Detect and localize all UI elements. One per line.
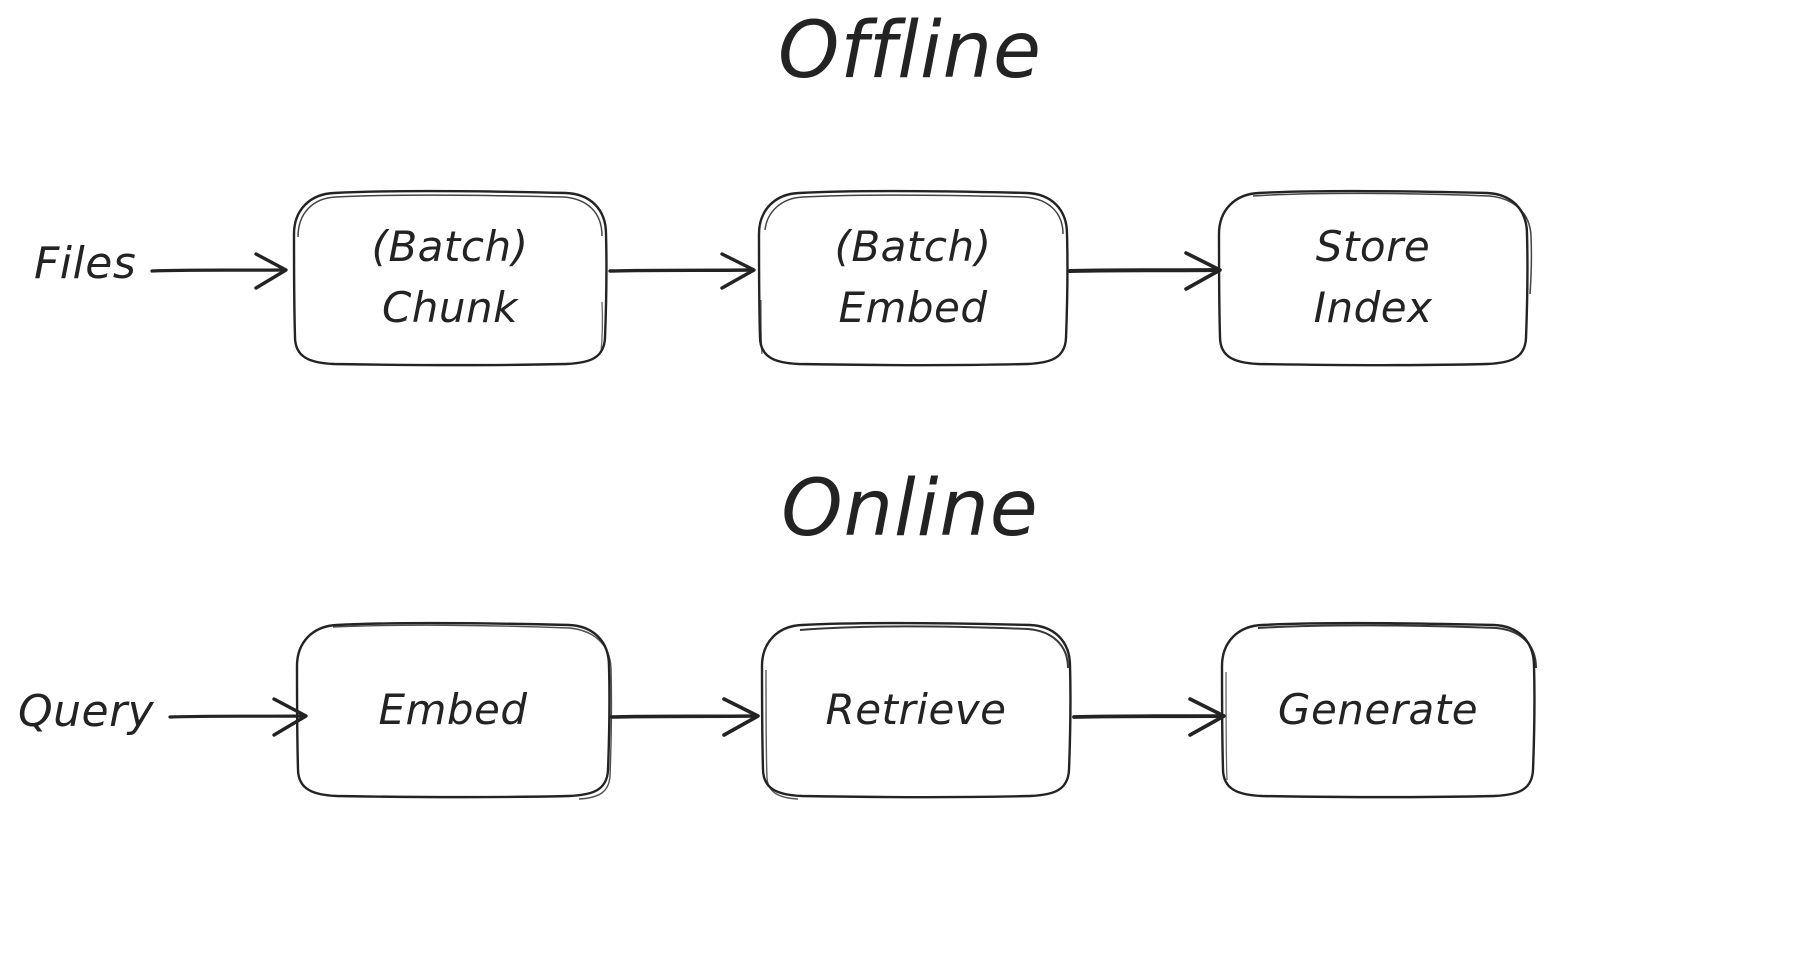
node-batch-embed[interactable]: (Batch) Embed: [755, 188, 1071, 368]
node-label-line2: Chunk: [381, 283, 518, 332]
arrow-chunk-to-embed: [608, 252, 756, 290]
node-store-index[interactable]: Store Index: [1215, 188, 1533, 368]
section-title-offline: Offline: [777, 6, 1043, 96]
node-embed[interactable]: Embed: [293, 620, 613, 800]
node-generate[interactable]: Generate: [1218, 620, 1538, 800]
arrow-embed-to-store-index: [1068, 251, 1222, 291]
arrow-retrieve-to-generate: [1072, 697, 1226, 737]
node-label-line1: Store: [1315, 222, 1431, 272]
node-label-line1: Embed: [378, 684, 528, 734]
input-label-query: Query: [18, 686, 155, 737]
node-batch-chunk[interactable]: (Batch) Chunk: [290, 188, 610, 368]
arrow-embed-to-retrieve: [610, 697, 760, 737]
input-label-files: Files: [34, 238, 137, 289]
node-retrieve[interactable]: Retrieve: [758, 620, 1074, 800]
node-label-line2: Embed: [838, 283, 988, 332]
node-label-line1: (Batch): [371, 222, 529, 272]
node-label-line1: (Batch): [834, 222, 992, 272]
section-title-online: Online: [781, 464, 1039, 554]
node-label-line1: Retrieve: [825, 684, 1007, 734]
node-label-line1: Generate: [1277, 684, 1479, 734]
arrow-files-to-chunk: [150, 252, 288, 290]
node-label-line2: Index: [1313, 283, 1433, 332]
